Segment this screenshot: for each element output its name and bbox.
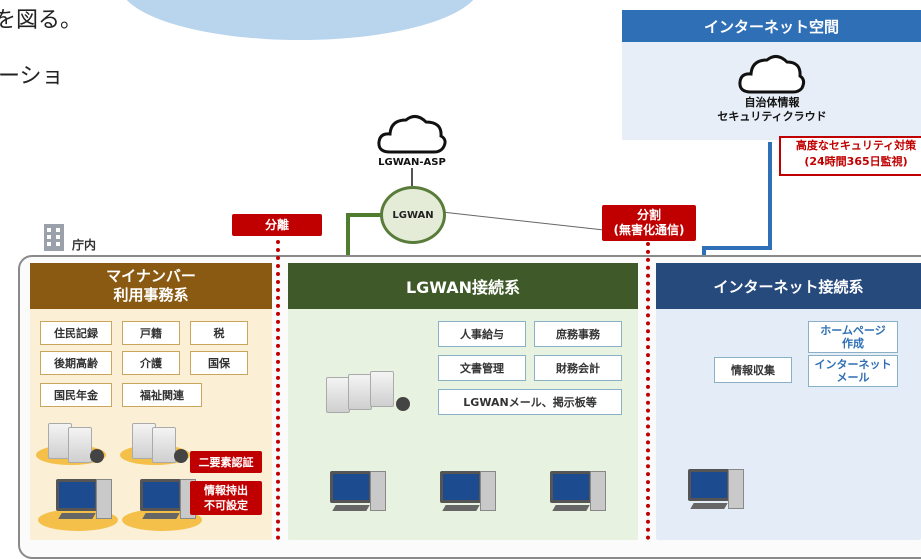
two-factor-auth-tag: 二要素認証 [190,451,262,473]
lgwan-to-division-line [441,211,623,233]
division-line1: 分割 [636,208,661,222]
internet-header: インターネット接続系 [656,263,921,309]
office-building-icon [44,224,64,251]
division-divider [646,242,650,540]
internet-space-header: インターネット空間 [622,10,921,42]
mynumber-tile-care: 介護 [122,351,180,375]
mynumber-tile-family: 戸籍 [122,321,180,345]
division-line2: (無害化通信) [613,223,685,237]
mynumber-panel: マイナンバー 利用事務系 住民記録 戸籍 税 後期高齢 介護 国保 国民年金 福… [30,263,272,540]
intro-text-line1: を図る。 [0,8,83,33]
mynumber-tile-elderly: 後期高齢 [40,351,112,375]
lgwan-asp-cloud-icon [377,115,447,154]
lgwan-header: LGWAN接続系 [288,263,638,309]
mynumber-tile-health: 国保 [190,351,248,375]
mynumber-header: マイナンバー 利用事務系 [30,263,272,309]
internet-panel: インターネット接続系 ホームページ 作成 情報収集 インターネット メール [656,263,921,540]
export-line2: 不可設定 [204,499,248,512]
homepage-line2: 作成 [842,337,864,350]
lgwan-network-node: LGWAN [380,186,446,244]
lgwan-tile-finance: 財務会計 [534,355,622,381]
separation-divider [276,240,280,540]
security-measures-line1: 高度なセキュリティ対策 [795,139,917,152]
mynumber-tile-resident: 住民記録 [40,321,112,345]
security-cloud-icon [738,55,806,94]
lgwan-panel: LGWAN接続系 人事給与 庶務事務 文書管理 財務会計 LGWANメール、掲示… [288,263,638,540]
internet-tile-mail: インターネット メール [808,355,898,387]
lgwan-asp-label: LGWAN-ASP [378,157,446,168]
lgwan-tile-payroll: 人事給与 [438,321,526,347]
security-measures-line2: (24時間365日監視) [804,155,908,168]
mynumber-tile-tax: 税 [190,321,248,345]
mynumber-header-line1: マイナンバー [106,267,196,285]
lgwan-tile-documents: 文書管理 [438,355,526,381]
internet-tile-homepage: ホームページ 作成 [808,321,898,353]
office-label: 庁内 [72,238,97,252]
lgwan-tile-general: 庶務事務 [534,321,622,347]
mynumber-header-line2: 利用事務系 [113,286,189,304]
internet-tile-info-gathering: 情報収集 [714,357,792,383]
separation-label: 分離 [264,217,289,232]
export-restriction-tag: 情報持出 不可設定 [190,481,262,515]
mynumber-tile-pension: 国民年金 [40,383,112,407]
inet-mail-line2: メール [836,371,870,384]
security-cloud-line2: セキュリティクラウド [717,110,827,123]
division-tag: 分割 (無害化通信) [602,205,696,241]
homepage-line1: ホームページ [820,324,886,337]
export-line1: 情報持出 [204,484,248,497]
security-cloud-label: 自治体情報 セキュリティクラウド [662,96,882,124]
intro-text-line2: ーショ [0,64,64,89]
mynumber-tile-welfare: 福祉関連 [122,383,202,407]
internet-space-panel: インターネット空間 自治体情報 セキュリティクラウド [622,10,921,140]
inet-mail-line1: インターネット [814,358,892,371]
security-measures-box: 高度なセキュリティ対策 (24時間365日監視) [779,136,921,176]
security-cloud-line1: 自治体情報 [744,96,800,109]
separation-tag: 分離 [232,214,322,236]
lgwan-tile-mail-board: LGWANメール、掲示板等 [438,389,622,415]
